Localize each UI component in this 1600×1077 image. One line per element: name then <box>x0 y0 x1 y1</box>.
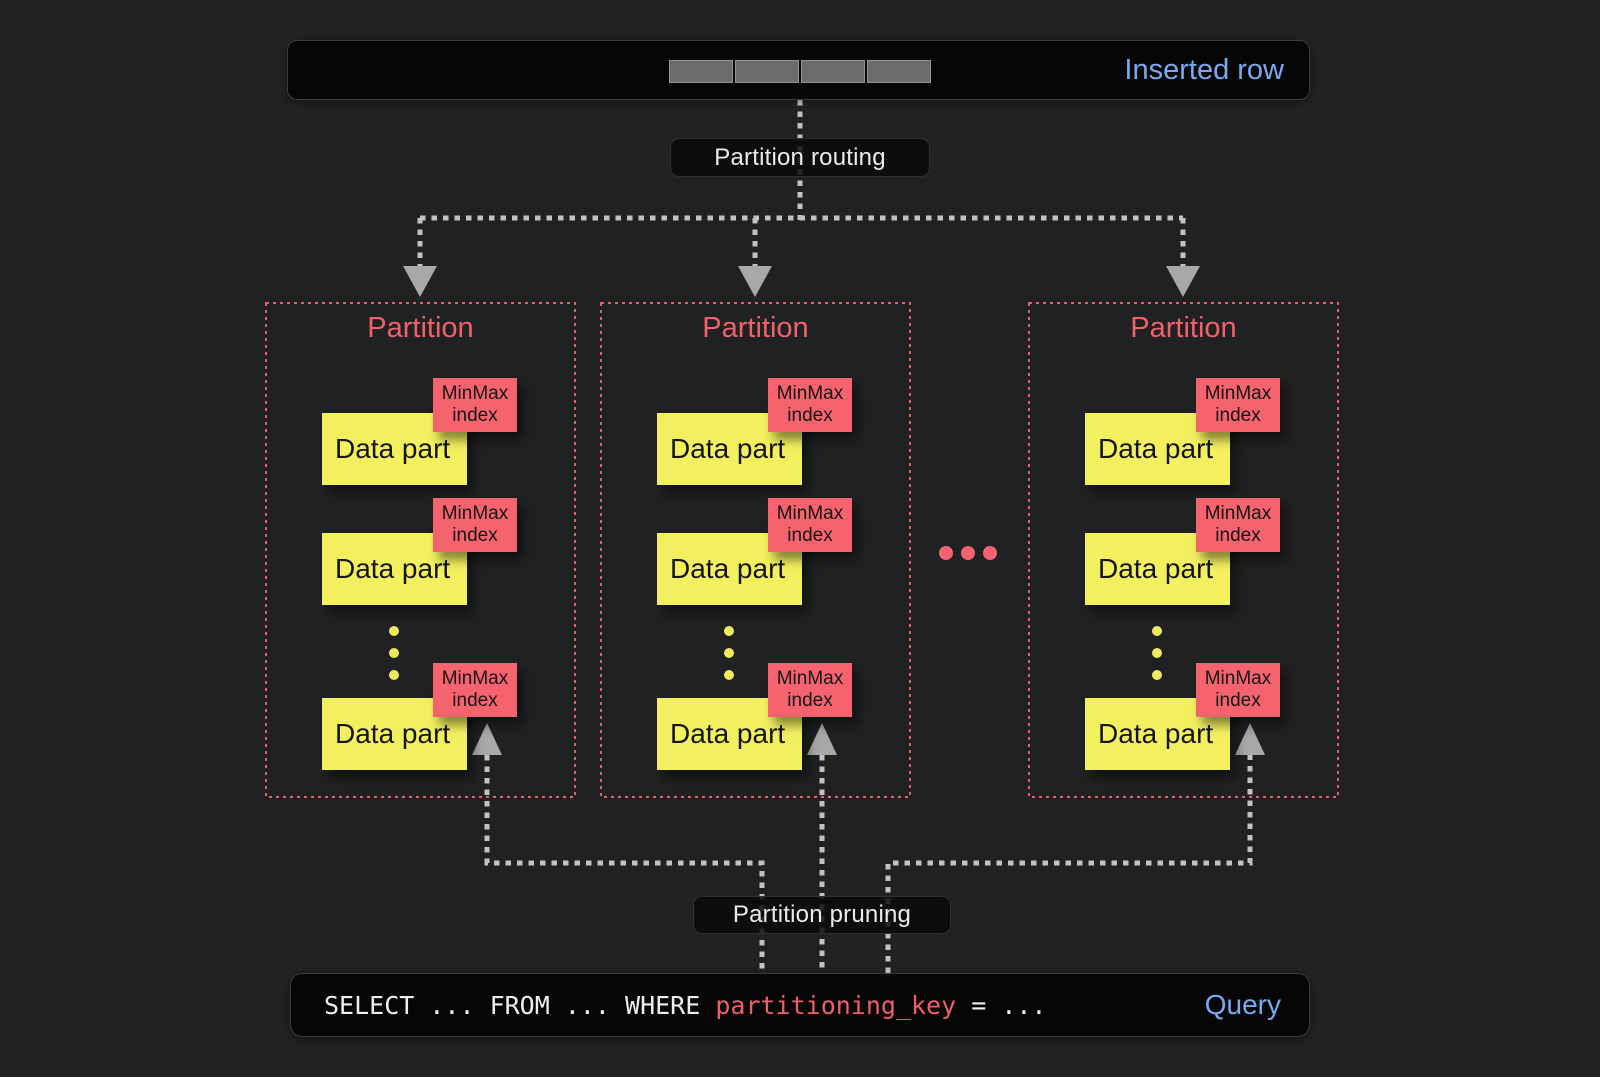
minmax-index-tag: MinMax index <box>768 378 852 432</box>
minmax-index-tag: MinMax index <box>1196 498 1280 552</box>
row-cell <box>669 60 733 83</box>
partition-box: Partition Data part MinMax index Data pa… <box>1029 303 1338 798</box>
inserted-row-label: Inserted row <box>1124 53 1284 86</box>
horizontal-ellipsis-dots <box>939 546 997 560</box>
vertical-ellipsis-dot <box>389 670 399 680</box>
inserted-row-cells <box>669 60 931 83</box>
data-part-group: Data part MinMax index <box>657 378 852 485</box>
partition-border-2 <box>600 302 911 798</box>
query-label: Query <box>1204 989 1281 1020</box>
vertical-ellipsis-dot <box>724 626 734 636</box>
minmax-index-tag: MinMax index <box>433 663 517 717</box>
vertical-ellipsis-dot <box>724 670 734 680</box>
minmax-index-tag: MinMax index <box>1196 378 1280 432</box>
data-part-group: Data part MinMax index <box>322 498 517 605</box>
row-cell <box>801 60 865 83</box>
vertical-ellipsis-dot <box>1152 626 1162 636</box>
partition-routing-label: Partition routing <box>670 138 930 177</box>
data-part-group: Data part MinMax index <box>1085 663 1280 770</box>
query-code-after: = ... <box>956 990 1047 1020</box>
arrow-up-icon <box>1235 723 1265 755</box>
query-partitioning-key: partitioning_key <box>715 990 957 1020</box>
data-part-box: Data part <box>657 413 802 485</box>
partition-border-3 <box>1028 302 1339 798</box>
partition-border-1 <box>265 302 576 798</box>
arrow-down-icon <box>403 266 437 297</box>
vertical-ellipsis-dot <box>389 648 399 658</box>
inserted-row-box: Inserted row <box>287 40 1310 100</box>
query-code: SELECT ... FROM ... WHERE partitioning_k… <box>324 991 1046 1020</box>
partition-title: Partition <box>702 312 809 344</box>
data-part-group: Data part MinMax index <box>322 663 517 770</box>
partition-title: Partition <box>1130 312 1237 344</box>
minmax-index-tag: MinMax index <box>768 498 852 552</box>
data-part-group: Data part MinMax index <box>1085 378 1280 485</box>
partition-pruning-label: Partition pruning <box>693 896 951 934</box>
minmax-index-tag: MinMax index <box>433 378 517 432</box>
partition-title: Partition <box>367 312 474 344</box>
row-cell <box>735 60 799 83</box>
minmax-index-tag: MinMax index <box>768 663 852 717</box>
vertical-ellipsis-dot <box>1152 670 1162 680</box>
minmax-index-tag: MinMax index <box>433 498 517 552</box>
data-part-group: Data part MinMax index <box>657 498 852 605</box>
data-part-box: Data part <box>1085 533 1230 605</box>
vertical-ellipsis-dot <box>389 626 399 636</box>
data-part-group: Data part MinMax index <box>322 378 517 485</box>
partition-box: Partition Data part MinMax index Data pa… <box>266 303 575 798</box>
query-code-before: SELECT ... FROM ... WHERE <box>324 990 716 1020</box>
vertical-ellipsis-dot <box>724 648 734 658</box>
data-part-group: Data part MinMax index <box>1085 498 1280 605</box>
minmax-index-tag: MinMax index <box>1196 663 1280 717</box>
query-box: SELECT ... FROM ... WHERE partitioning_k… <box>290 973 1310 1037</box>
arrow-down-icon <box>738 266 772 297</box>
arrow-down-icon <box>1166 266 1200 297</box>
partition-box: Partition Data part MinMax index Data pa… <box>601 303 910 798</box>
arrow-up-icon <box>807 723 837 755</box>
row-cell <box>867 60 931 83</box>
pruning-line-right <box>885 755 1253 973</box>
vertical-ellipsis-dot <box>1152 648 1162 658</box>
data-part-group: Data part MinMax index <box>657 663 852 770</box>
arrow-up-icon <box>472 723 502 755</box>
